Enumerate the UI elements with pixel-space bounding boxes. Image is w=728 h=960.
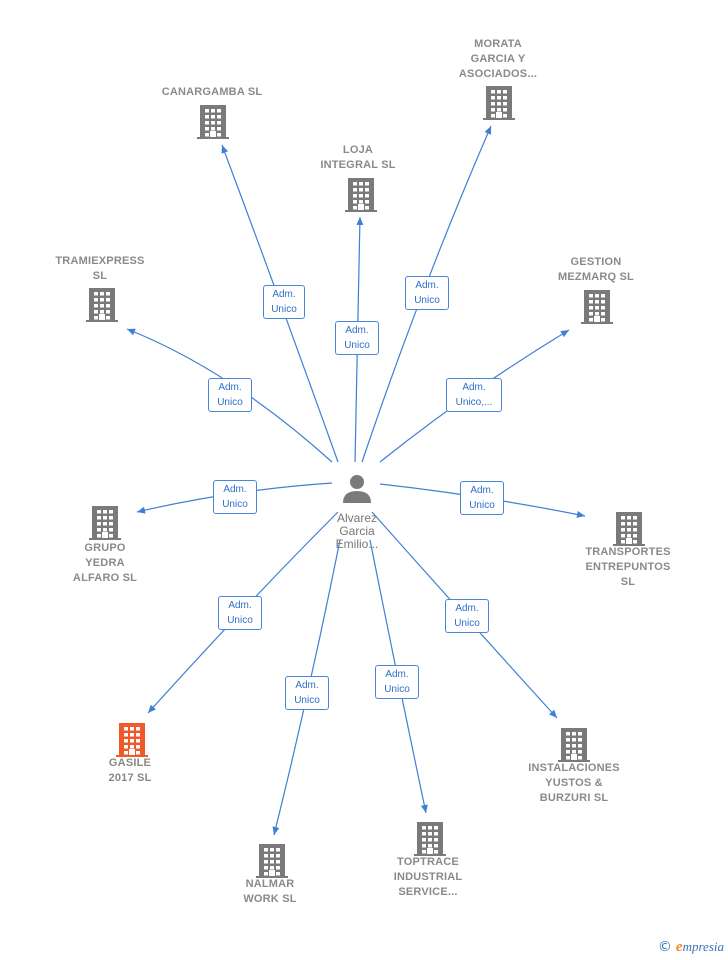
building-icon-nalmar[interactable]	[256, 844, 288, 878]
brand-name: mpresia	[682, 939, 724, 954]
node-label-morata[interactable]: MORATA GARCIA Y ASOCIADOS...	[458, 38, 538, 80]
brand-initial: e	[675, 939, 683, 955]
arrowhead-transportes	[576, 510, 585, 518]
edge-label-toptrace[interactable]: Adm. Unico	[375, 665, 419, 699]
node-label-gasile[interactable]: GASILE 2017 SL	[108, 757, 152, 784]
node-label-tramiexpress[interactable]: TRAMIEXPRESS SL	[55, 255, 145, 282]
building-icon-loja[interactable]	[345, 178, 377, 212]
node-label-toptrace[interactable]: TOPTRACE INDUSTRIAL SERVICE...	[393, 856, 463, 898]
arrowhead-toptrace	[420, 804, 428, 813]
edge-label-instalaciones[interactable]: Adm. Unico	[445, 599, 489, 633]
edge-label-transportes[interactable]: Adm. Unico	[460, 481, 504, 515]
arrowhead-canargamba	[221, 145, 229, 154]
edge-label-canargamba[interactable]: Adm. Unico	[263, 285, 305, 319]
building-icon-tramiexpress[interactable]	[86, 288, 118, 322]
building-icon-transportes[interactable]	[613, 512, 645, 546]
building-icon-gasile[interactable]	[116, 723, 148, 757]
edge-label-nalmar[interactable]: Adm. Unico	[285, 676, 329, 710]
center-person-name[interactable]: Alvarez Garcia Emilio...	[335, 511, 379, 551]
building-icon-gestion[interactable]	[581, 290, 613, 324]
buildings-layer	[86, 86, 645, 878]
edge-label-grupo[interactable]: Adm. Unico	[213, 480, 257, 514]
edge-label-gasile[interactable]: Adm. Unico	[218, 596, 262, 630]
arrowhead-loja	[356, 217, 364, 226]
building-icon-instalaciones[interactable]	[558, 728, 590, 762]
node-label-nalmar[interactable]: NALMAR WORK SL	[243, 878, 297, 905]
building-icon-canargamba[interactable]	[197, 105, 229, 139]
building-icon-toptrace[interactable]	[414, 822, 446, 856]
node-label-grupo[interactable]: GRUPO YEDRA ALFARO SL	[72, 542, 138, 584]
arrowhead-nalmar	[272, 826, 280, 835]
building-icon-morata[interactable]	[483, 86, 515, 120]
arrowhead-grupo	[137, 506, 146, 514]
arrowhead-tramiexpress	[127, 328, 136, 336]
node-label-transportes[interactable]: TRANSPORTES ENTREPUNTOS SL	[585, 546, 671, 588]
edge-label-gestion[interactable]: Adm. Unico,...	[446, 378, 502, 412]
node-label-gestion[interactable]: GESTION MEZMARQ SL	[558, 256, 634, 283]
node-label-instalaciones[interactable]: INSTALACIONES YUSTOS & BURZURI SL	[528, 762, 620, 804]
arrowhead-instalaciones	[549, 709, 557, 718]
node-label-loja[interactable]: LOJA INTEGRAL SL	[320, 144, 396, 171]
arrowhead-gestion	[560, 330, 569, 338]
arrowhead-morata	[484, 126, 492, 135]
edge-label-tramiexpress[interactable]: Adm. Unico	[208, 378, 252, 412]
building-icon-grupo[interactable]	[89, 506, 121, 540]
person-icon[interactable]	[343, 475, 371, 503]
node-label-canargamba[interactable]: CANARGAMBA SL	[161, 86, 263, 98]
edge-label-morata[interactable]: Adm. Unico	[405, 276, 449, 310]
footer-brand: ©empresia	[658, 939, 724, 956]
arrowhead-gasile	[148, 704, 156, 713]
copyright-icon: ©	[657, 939, 672, 955]
edge-label-loja[interactable]: Adm. Unico	[335, 321, 379, 355]
